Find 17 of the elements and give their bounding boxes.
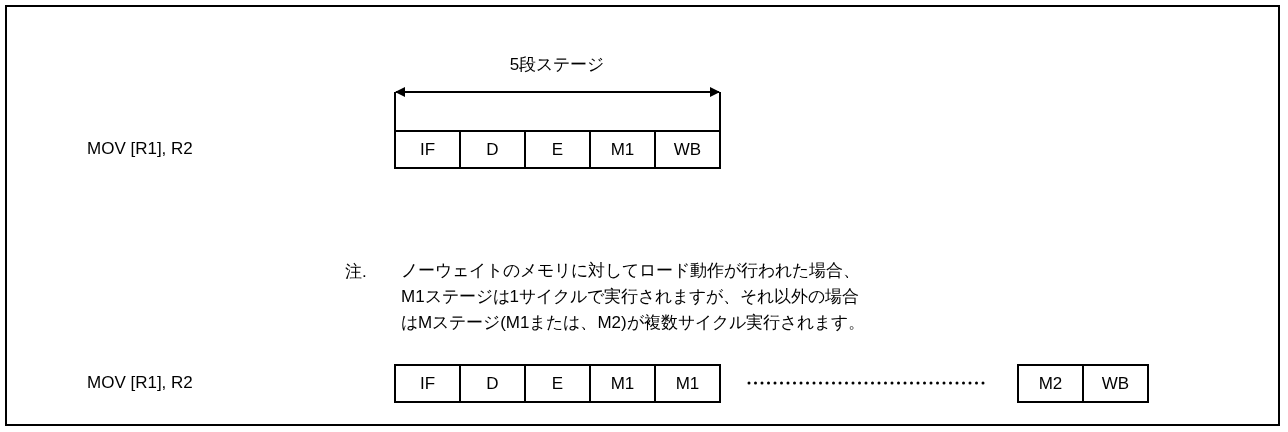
instruction-label: MOV [R1], R2 [87,373,193,393]
pipeline-stage-cell: IF [394,364,461,403]
note-text: ノーウェイトのメモリに対してロード動作が行われた場合、M1ステージは1サイクルで実行されますが、それ以外の場合はMステージ(M1または、M2)が複数サイクル実行されます。 [401,260,866,334]
pipeline-stage-cell: D [459,364,526,403]
pipeline-stage-cell: E [524,130,591,169]
pipeline-stage-cell: M2 [1017,364,1084,403]
pipeline-stage-cell: IF [394,130,461,169]
pipeline-stage-cell: WB [1082,364,1149,403]
pipeline-stage-cell: D [459,130,526,169]
pipeline-stage-cell: WB [654,130,721,169]
pipeline-stage-cell: M1 [589,364,656,403]
pipeline-stage-cell: M1 [589,130,656,169]
instruction-label: MOV [R1], R2 [87,139,193,159]
note-marker: 注. [345,260,367,283]
pipeline-stage-cell: E [524,364,591,403]
pipeline-stage-cell: M1 [654,364,721,403]
stage-count-label: 5段ステージ [509,53,605,76]
